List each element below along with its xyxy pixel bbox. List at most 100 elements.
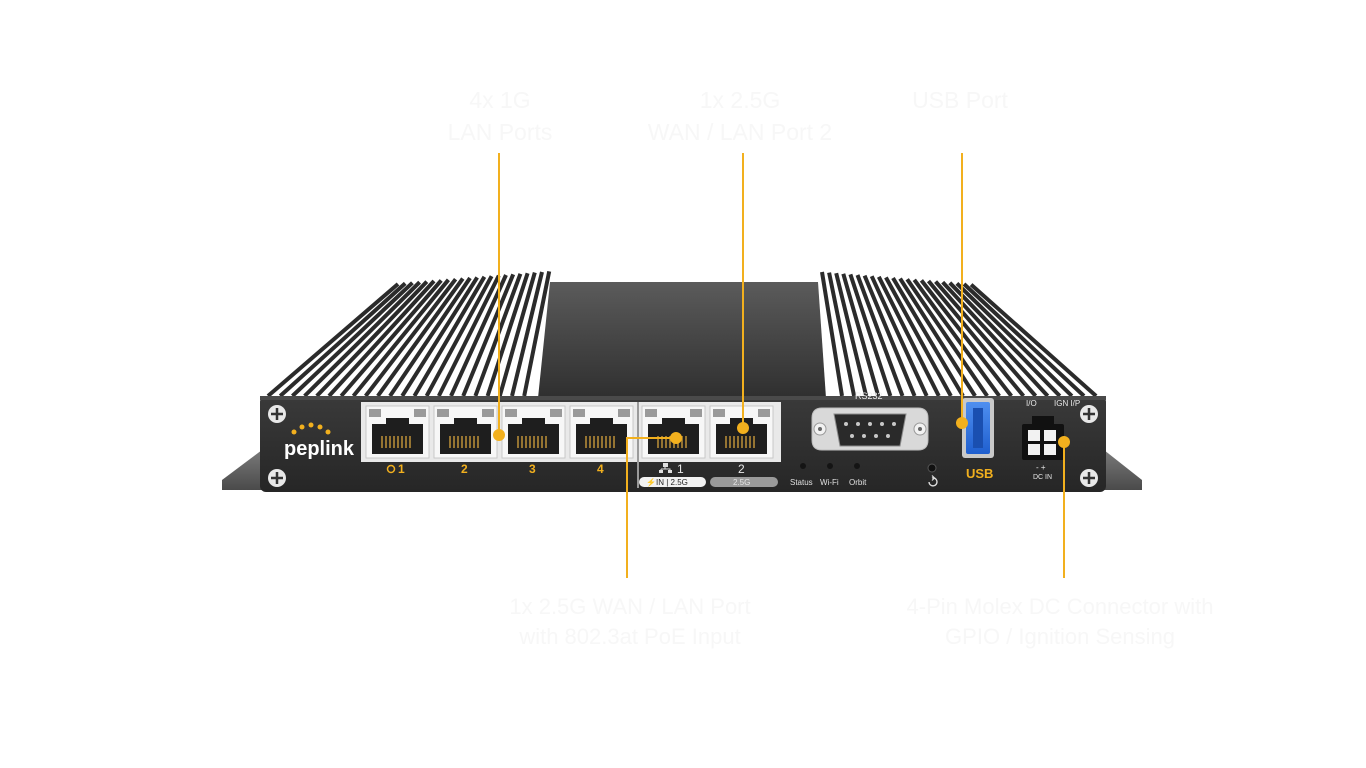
heatsink-fin (473, 273, 523, 397)
callout-lan-line2: LAN Ports (447, 119, 553, 145)
heatsink-fin (315, 280, 429, 398)
io-label: I/O (1026, 399, 1037, 408)
port-label-lan-1-text: 1 (398, 462, 405, 476)
callout-wan2-port: 1x 2.5G WAN / LAN Port 2 (620, 84, 860, 148)
port-label-lan-4: 4 (597, 462, 604, 476)
heatsink-fin (388, 276, 472, 398)
heatsink-fin (848, 273, 893, 397)
heatsink-fin (485, 272, 530, 397)
heatsink-fin (891, 276, 965, 398)
rs232-serial-port (811, 407, 929, 451)
top-plate (538, 282, 826, 398)
poe-icon: ⚡ (646, 477, 656, 487)
leader-dot-power (1058, 436, 1070, 448)
heatsink-fin (351, 278, 450, 398)
screw-icon (1080, 469, 1098, 487)
heatsink-fin (969, 283, 1098, 398)
led-label-wifi: Wi-Fi (820, 478, 839, 487)
callout-lan-ports: 4x 1G LAN Ports (400, 84, 600, 148)
rs232-label: RS232 (855, 391, 883, 401)
leader-dot-wan1 (670, 432, 682, 444)
heatsink-fin (941, 280, 1050, 398)
reset-button[interactable] (927, 463, 937, 473)
heatsink-fin (962, 282, 1086, 398)
led-label-status: Status (790, 478, 813, 487)
wan1-badge (639, 477, 706, 487)
usb-port (962, 398, 994, 458)
callout-power-line1: 4-Pin Molex DC Connector with (906, 594, 1214, 619)
heatsink-fin (955, 281, 1074, 398)
port-label-lan-2: 2 (461, 462, 468, 476)
logo-text: peplink (284, 438, 355, 460)
screw-icon (268, 469, 286, 487)
wan-port-1 (641, 405, 706, 459)
heatsink-fin (449, 274, 508, 397)
leader-line-wan1 (626, 437, 676, 578)
leader-dot-usb (956, 417, 968, 429)
port-label-lan-3: 3 (529, 462, 536, 476)
heatsink-fin (912, 278, 1001, 398)
callout-wan1-line2: with 802.3at PoE Input (519, 624, 741, 649)
heatsink-fin (412, 275, 487, 398)
port-label-lan-1: 1 (386, 462, 405, 476)
heatsink-fin (339, 279, 443, 398)
heatsink-fin (919, 279, 1013, 398)
heatsink-fin (834, 272, 869, 397)
ign-label: IGN I/P (1054, 399, 1080, 408)
heatsink-fin (278, 281, 407, 398)
callout-wan2-line1: 1x 2.5G (699, 87, 781, 113)
heatsink-fin (400, 276, 479, 398)
heatsink-fin (437, 274, 501, 397)
heatsink-fin (303, 280, 422, 398)
screw-icon (268, 405, 286, 423)
heatsink-fin (291, 281, 414, 398)
heatsink-fin (522, 271, 552, 397)
lan-port-1 (365, 405, 430, 459)
status-led (800, 463, 806, 469)
wan-icon (659, 463, 672, 473)
callout-usb-line2: USB Port (912, 87, 1008, 113)
wan2-badge-text: 2.5G (733, 478, 750, 487)
callout-lan-line1: 4x 1G (469, 87, 531, 113)
callout-power-connector: 4-Pin Molex DC Connector with GPIO / Ign… (870, 592, 1250, 652)
wifi-led (827, 463, 833, 469)
dc-in-label: DC IN (1033, 474, 1052, 481)
heatsink-fin (926, 279, 1026, 398)
heatsink-fin (510, 271, 544, 397)
callout-wan1-port: 1x 2.5G WAN / LAN Port with 802.3at PoE … (460, 592, 800, 652)
heatsink-fin (827, 272, 857, 397)
usb-label: USB (966, 466, 993, 481)
peplink-logo: peplink (284, 422, 355, 460)
heatsink-fin (877, 275, 941, 397)
heatsink-fin (841, 273, 881, 397)
port-label-wan-2: 2 (738, 462, 745, 476)
heatsink-fin (905, 278, 989, 398)
heatsink-fin (934, 280, 1038, 398)
orbit-led (854, 463, 860, 469)
heatsink-fin (855, 274, 905, 397)
heatsink-fin (884, 276, 953, 397)
heatsink-fin (862, 274, 917, 397)
callout-power-line2: GPIO / Ignition Sensing (945, 624, 1175, 649)
lan-port-3 (501, 405, 566, 459)
heatsink-fin (948, 281, 1062, 398)
heatsink-fin (461, 273, 516, 397)
leader-dot-wan2 (737, 422, 749, 434)
heatsink-fin (364, 277, 458, 398)
heatsink-fin (266, 282, 400, 398)
dc-polarity: - + (1036, 463, 1046, 472)
led-label-orbit: Orbit (849, 478, 867, 487)
callout-wan1-line1: 1x 2.5G WAN / LAN Port (509, 594, 751, 619)
callout-usb-port: USB Port (880, 84, 1040, 116)
dc-power-connector (1022, 416, 1064, 460)
lan-port-4 (569, 405, 634, 459)
heatsink-fin (327, 279, 436, 398)
heatsink-fin (376, 277, 465, 398)
screw-icon (1080, 405, 1098, 423)
mounting-flange-right (1104, 450, 1142, 490)
leader-dot-lan (493, 429, 505, 441)
port-label-wan-1: 1 (677, 462, 684, 476)
heatsink-fin (820, 271, 844, 397)
callout-wan2-line2: WAN / LAN Port 2 (647, 119, 833, 145)
